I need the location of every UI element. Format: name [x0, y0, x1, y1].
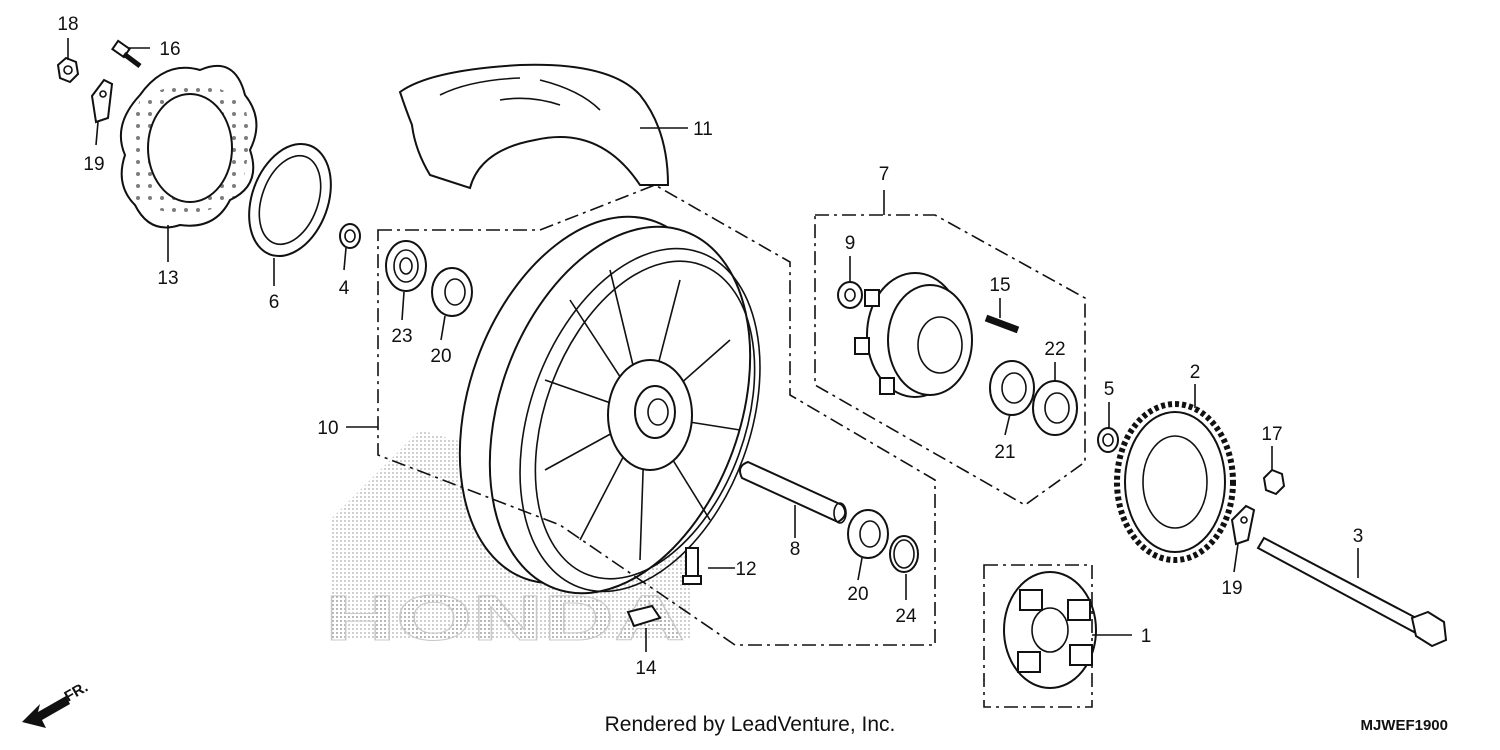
- callout-22: 22: [1044, 339, 1065, 360]
- callout-15: 15: [989, 275, 1010, 296]
- watermark-text: HONDA: [325, 582, 685, 654]
- wheel-part: [458, 215, 761, 595]
- clip-19a-part: [90, 78, 114, 124]
- sleeve-8-part: [739, 460, 847, 524]
- callout-9: 9: [845, 233, 856, 254]
- valve-12-part: [682, 547, 702, 585]
- damper-1-part: [1003, 571, 1097, 689]
- footer-credit: Rendered by LeadVenture, Inc.: [605, 713, 896, 736]
- clip-19b-part: [1230, 504, 1256, 546]
- nut-18-part: [56, 56, 80, 84]
- callout-4: 4: [339, 278, 350, 299]
- callout-20-upper: 20: [430, 346, 451, 367]
- damper-boundary: [983, 564, 1093, 708]
- bearing-23-part: [385, 240, 427, 292]
- hub-assembly-boundary: [814, 214, 1086, 506]
- axle-3-part: [1256, 536, 1448, 648]
- callout-3: 3: [1353, 526, 1364, 547]
- front-direction-indicator: FR.: [22, 679, 91, 728]
- callout-19-upper: 19: [83, 154, 104, 175]
- callout-11: 11: [693, 119, 713, 140]
- callout-7: 7: [879, 164, 890, 185]
- callout-16: 16: [159, 39, 180, 60]
- collar-4-part: [339, 223, 361, 249]
- sprocket-2-part: [1114, 401, 1236, 563]
- brake-disc-part: [119, 65, 258, 229]
- callout-20-lower: 20: [847, 584, 868, 605]
- bearing-22-part: [1032, 380, 1078, 436]
- circlip-24-part: [889, 535, 919, 573]
- collar-5-part: [1097, 427, 1119, 453]
- callout-10: 10: [317, 418, 338, 439]
- callout-19-lower: 19: [1221, 578, 1242, 599]
- diagram-code: MJWEF1900: [1360, 717, 1448, 734]
- callout-18: 18: [57, 14, 78, 35]
- wheel-assembly-boundary: [377, 184, 936, 646]
- callout-2: 2: [1190, 362, 1201, 383]
- callout-14: 14: [635, 658, 657, 679]
- callout-1: 1: [1141, 626, 1152, 647]
- bearing-20b-part: [847, 509, 889, 559]
- stud-15-part: [984, 314, 1020, 334]
- direction-arrow-icon: [22, 696, 70, 728]
- callout-12: 12: [735, 559, 756, 580]
- leader-lines: [67, 38, 1359, 652]
- dust-seal-6-part: [248, 142, 332, 258]
- weight-14-part: [626, 604, 662, 628]
- bearing-20a-part: [431, 267, 473, 317]
- callout-21: 21: [994, 442, 1015, 463]
- callout-8: 8: [790, 539, 801, 560]
- hub-7-part: [854, 272, 973, 398]
- bolt-16-part: [111, 39, 142, 68]
- tire-part: [398, 63, 670, 190]
- callout-23: 23: [391, 326, 412, 347]
- callout-5: 5: [1104, 379, 1115, 400]
- callout-13: 13: [157, 268, 178, 289]
- nut-17-part: [1262, 468, 1286, 496]
- nut-9-part: [837, 281, 863, 309]
- callout-17: 17: [1261, 424, 1282, 445]
- callout-6: 6: [269, 292, 280, 313]
- bearing-21-part: [989, 360, 1035, 416]
- callout-24: 24: [895, 606, 917, 627]
- callout-labels: 18 16 19 13 6 4 11 23 20 10 7 9 15 22 21…: [57, 14, 1363, 679]
